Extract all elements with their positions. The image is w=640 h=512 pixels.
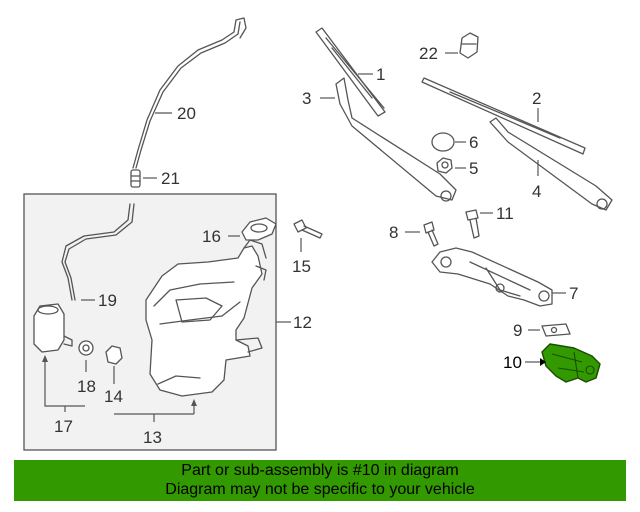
bolt-part-11 [465,209,480,239]
washer-hose-part-19 [61,203,135,301]
washer-pump-part-17 [33,303,73,353]
callout-5: 5 [469,159,478,178]
wiper-arm-part-3 [335,77,457,202]
wiper-linkage-part-7 [431,247,553,307]
callout-7: 7 [569,284,578,303]
banner-line-2: Diagram may not be specific to your vehi… [165,481,475,498]
callout-10: 10 [503,353,522,372]
callout-16: 16 [202,227,221,246]
callout-18: 18 [77,377,96,396]
bolt-part-8 [423,221,439,247]
callout-22: 22 [419,44,438,63]
callout-21: 21 [161,169,180,188]
callout-8: 8 [389,223,398,242]
wiper-motor-part-10 [541,343,601,383]
bracket-part-9 [541,323,571,337]
grommet-part-14 [105,345,123,365]
callout-1: 1 [376,65,385,84]
callout-13: 13 [143,428,162,447]
clip-part-22 [459,32,479,59]
washer-hose-part-20 [132,17,247,169]
callout-12: 12 [293,313,312,332]
connector-part-21 [130,169,141,188]
callout-9: 9 [513,321,522,340]
cap-part-6 [431,132,455,152]
reservoir-cap-part-16 [241,217,277,241]
screw-part-15 [293,219,323,239]
parts-diagram: 20 21 22 1 3 2 4 6 [23,17,613,451]
callout-15: 15 [292,257,311,276]
washer-reservoir-part-13 [145,239,267,397]
wiper-blade-part-1 [315,27,386,117]
callout-14: 14 [104,387,123,406]
nut-part-5 [436,157,453,174]
callout-11: 11 [496,204,514,223]
callout-4: 4 [532,182,541,201]
selected-part-banner: Part or sub-assembly is #10 in diagram D… [14,460,626,501]
callout-19: 19 [98,291,117,310]
banner-line-1: Part or sub-assembly is #10 in diagram [181,462,459,479]
wiper-arm-part-4 [489,117,613,211]
grommet-part-18 [78,340,94,356]
callout-20: 20 [177,104,196,123]
callout-2: 2 [532,89,541,108]
callout-3: 3 [302,89,311,108]
callout-17: 17 [54,417,73,436]
wiper-blade-part-2 [421,77,586,155]
callout-6: 6 [469,133,478,152]
